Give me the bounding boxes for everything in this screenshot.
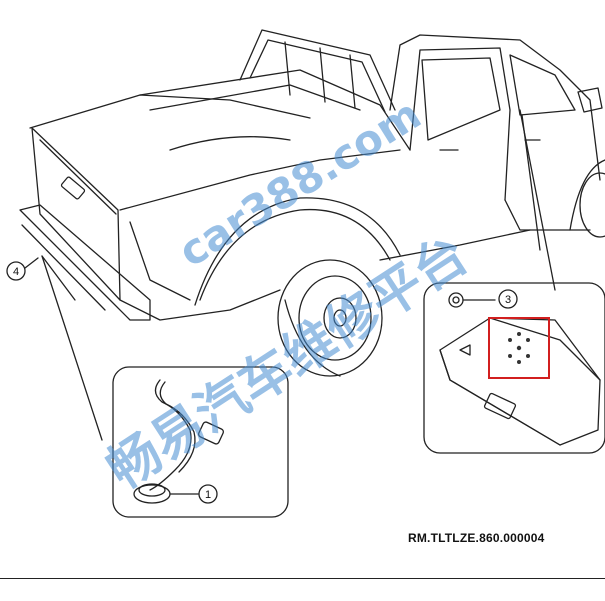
reference-code: RM.TLTLZE.860.000004 (408, 531, 545, 545)
pickup-truck-illustration (19, 29, 605, 377)
callout-4-label: 4 (13, 266, 19, 278)
leader-line-4 (41, 255, 103, 441)
inset-control-module (423, 282, 605, 454)
inset-parking-sensor (112, 366, 289, 518)
callout-1-label: 1 (205, 489, 211, 501)
callout-3-label: 3 (505, 294, 511, 306)
highlight-box (488, 317, 550, 379)
callout-4-circle (6, 261, 26, 281)
callout-3-circle (498, 289, 518, 309)
bottom-divider (0, 578, 605, 579)
callout-1-circle (198, 484, 218, 504)
module-vent-holes (508, 332, 530, 364)
